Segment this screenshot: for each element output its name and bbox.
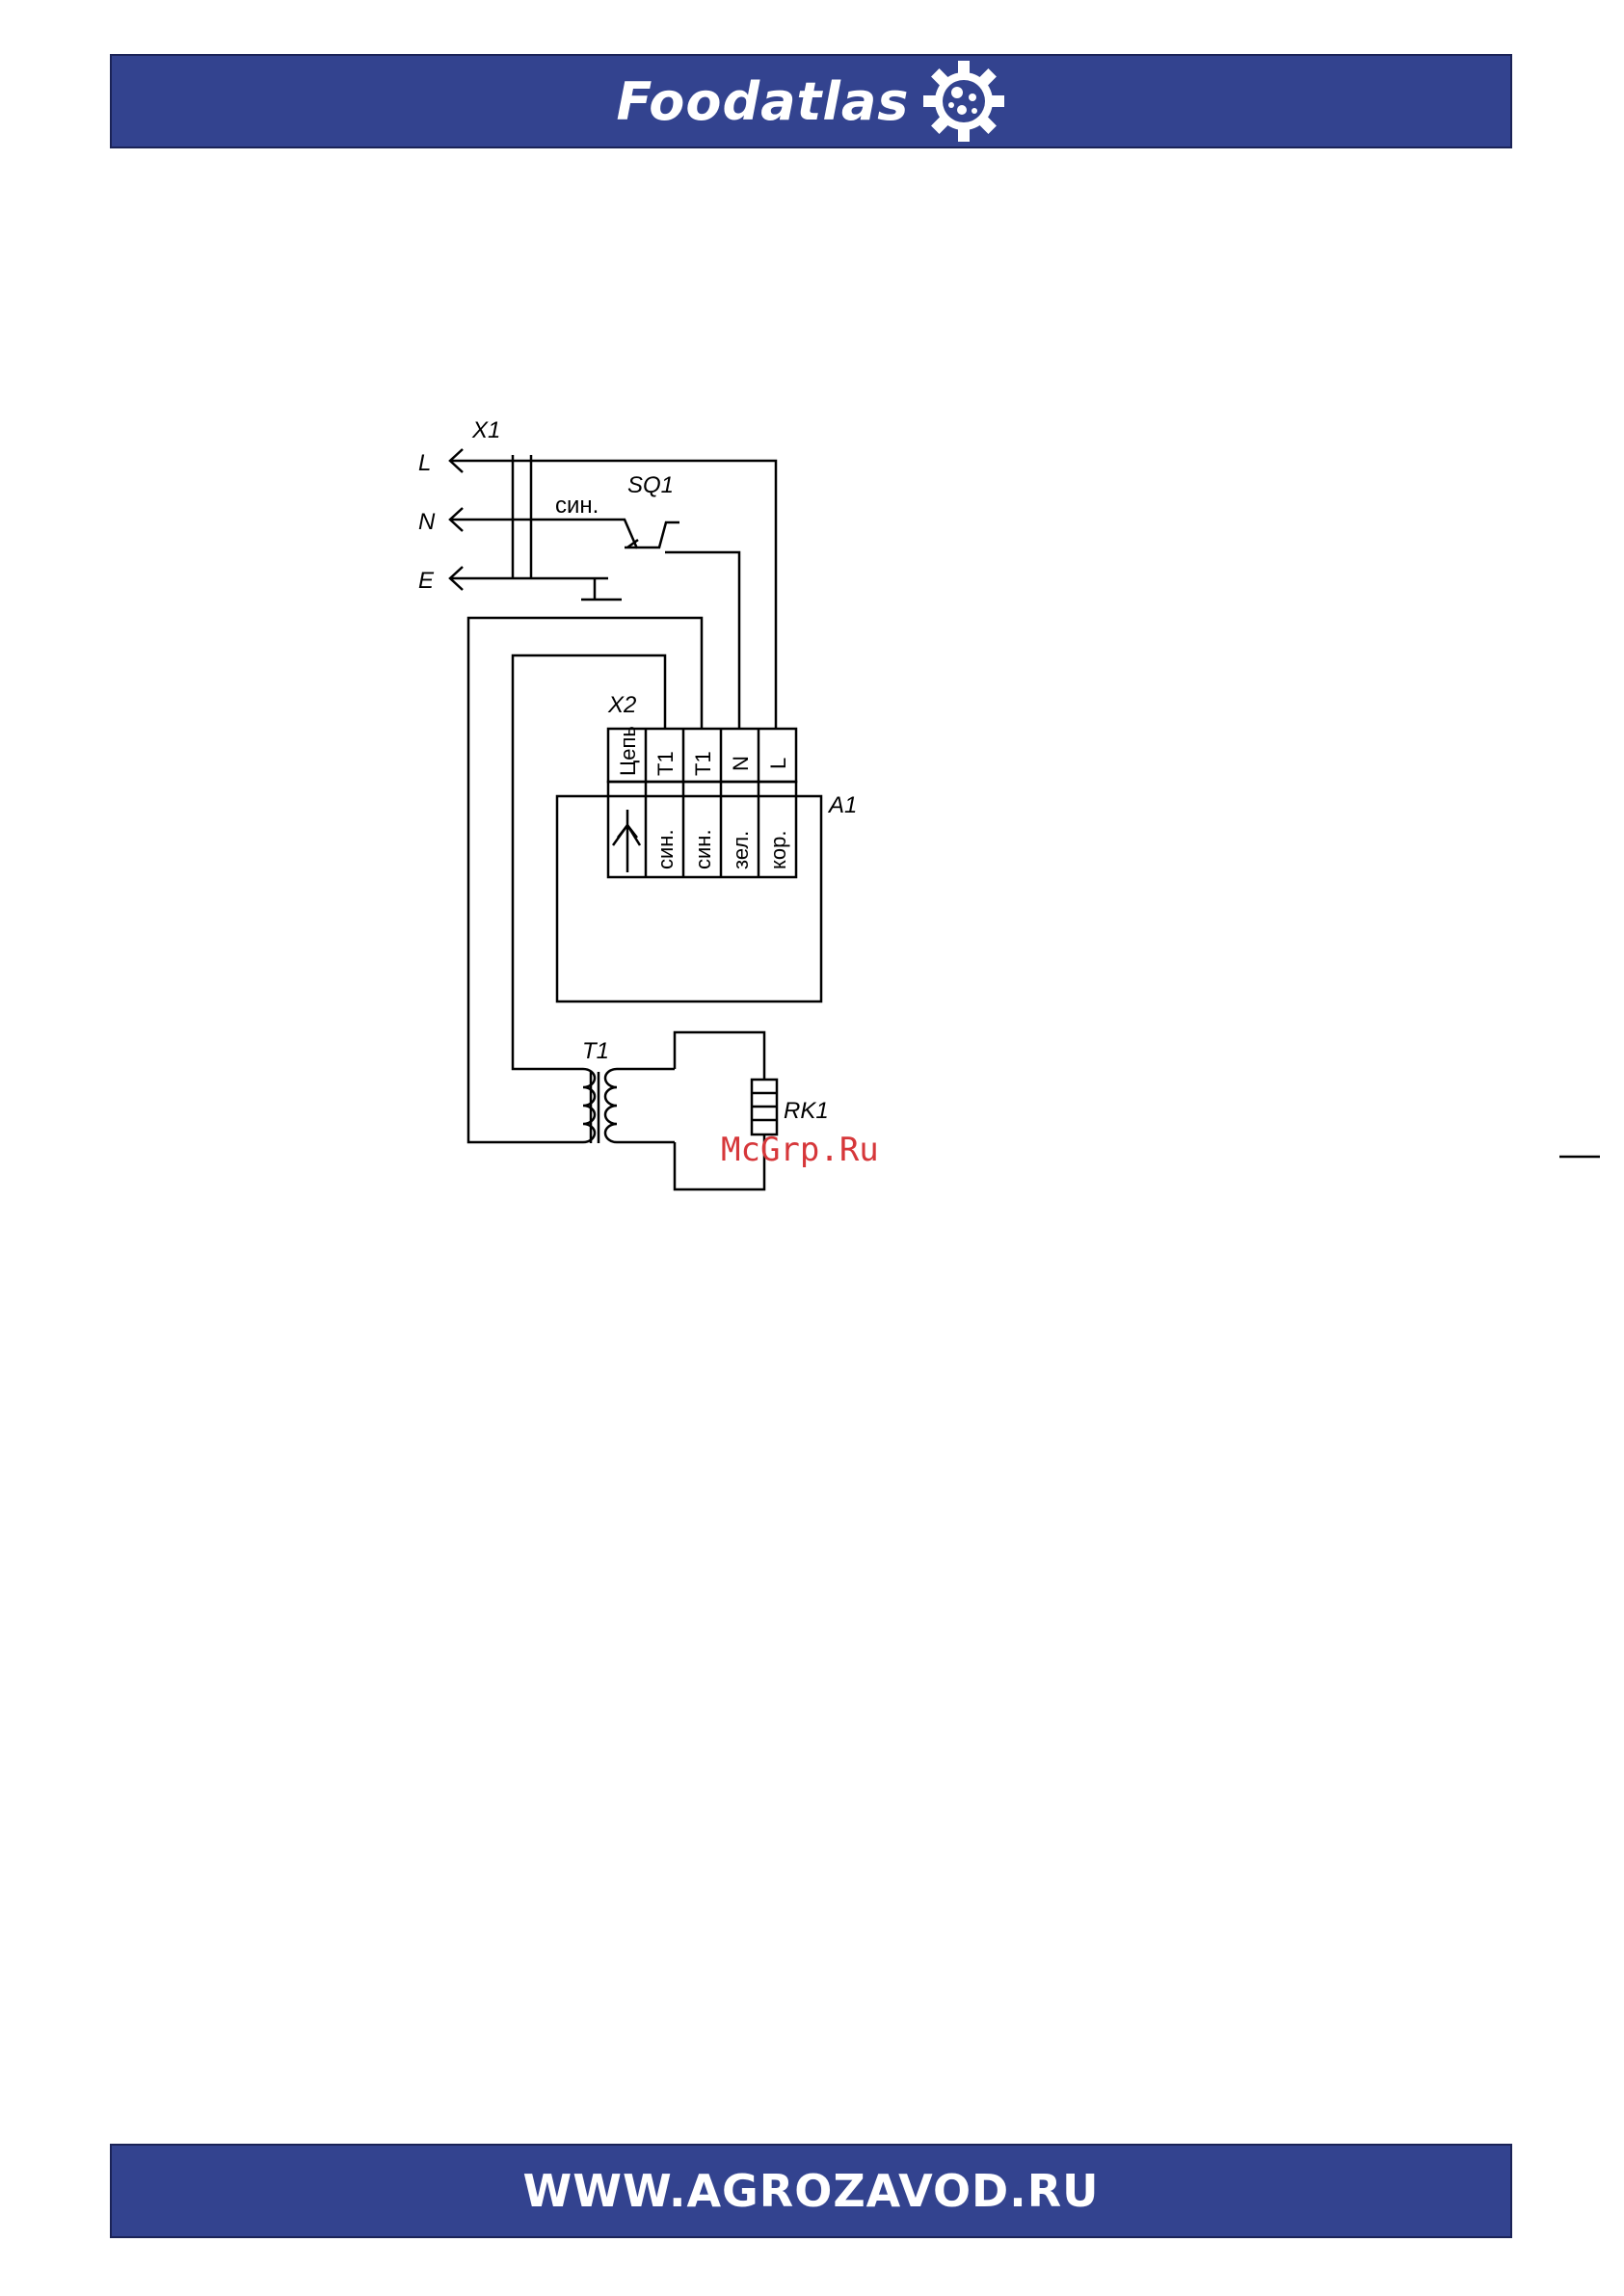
input-lines	[450, 449, 776, 729]
label-n: N	[418, 509, 436, 535]
wire-color-1: син.	[653, 829, 678, 869]
circuit-arrow-icon	[613, 810, 640, 872]
label-a1: A1	[827, 792, 857, 818]
switch-sq1	[625, 522, 739, 729]
label-rk1: RK1	[784, 1098, 829, 1124]
terminal-label-circuit: Цепь	[616, 726, 640, 776]
label-wire-sin: син.	[555, 493, 599, 519]
label-sq1: SQ1	[627, 472, 674, 498]
label-x2: X2	[607, 692, 636, 718]
wire-color-4: кор.	[766, 831, 790, 869]
wire-color-2: син.	[691, 829, 715, 869]
terminal-label-l: L	[766, 758, 790, 769]
module-a1	[557, 796, 821, 1001]
terminal-label-t1-a: T1	[653, 751, 678, 776]
label-t1: T1	[582, 1038, 609, 1064]
wire-color-3: зел.	[729, 831, 753, 869]
label-e: E	[418, 568, 435, 594]
footer-banner: WWW.AGROZAVOD.RU	[110, 2144, 1512, 2238]
footer-url[interactable]: WWW.AGROZAVOD.RU	[112, 2146, 1510, 2236]
terminal-label-n: N	[729, 756, 753, 771]
label-l: L	[418, 450, 431, 476]
ground-icon	[581, 578, 622, 600]
label-x1: X1	[471, 417, 500, 443]
watermark: McGrp.Ru	[721, 1131, 879, 1169]
heater-rk1	[752, 1080, 777, 1135]
terminal-label-t1-b: T1	[691, 751, 715, 776]
